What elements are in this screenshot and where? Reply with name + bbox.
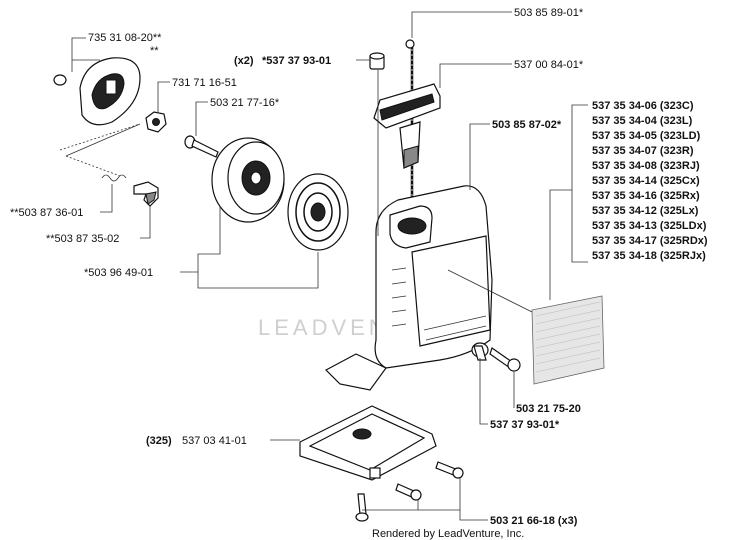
starter-cord-part bbox=[405, 39, 415, 205]
pulley-part bbox=[211, 137, 285, 223]
decal-list-item: 537 35 34-12 (325Lx) bbox=[592, 205, 699, 217]
label-503-21-66-18: 503 21 66-18 (x3) bbox=[490, 515, 578, 527]
label-503-87-35-02: **503 87 35-02 bbox=[46, 233, 119, 245]
label-double-asterisk: ** bbox=[150, 45, 159, 57]
label-731-71-16-51: 731 71 16-51 bbox=[172, 77, 237, 89]
decal-list-item: 537 35 34-16 (325Rx) bbox=[592, 190, 700, 202]
label-537-03-41-01: 537 03 41-01 bbox=[182, 435, 247, 447]
decal-list-item: 537 35 34-13 (325LDx) bbox=[592, 220, 707, 232]
decal-list-item: 537 35 34-18 (325RJx) bbox=[592, 250, 706, 262]
label-537-37-93-01-lower: 537 37 93-01* bbox=[490, 419, 560, 431]
label-735-31-08-20: 735 31 08-20** bbox=[88, 32, 162, 44]
bushing-part-upper bbox=[369, 52, 385, 70]
screw-part-upper bbox=[184, 135, 219, 158]
decal-list-item: 537 35 34-17 (325RDx) bbox=[592, 235, 708, 247]
label-503-87-36-01: **503 87 36-01 bbox=[10, 207, 83, 219]
label-qty-x2: (x2) bbox=[234, 55, 254, 67]
screw-part-bottom-3 bbox=[355, 493, 369, 522]
decal-part-list: 537 35 34-06 (323C) 537 35 34-04 (323L) … bbox=[592, 100, 708, 262]
pawl-plate-part bbox=[79, 57, 141, 126]
decal-list-item: 537 35 34-07 (323R) bbox=[592, 145, 694, 157]
bushing-part-lower bbox=[471, 342, 489, 361]
small-washer-part bbox=[53, 74, 67, 86]
label-537-00-84-01: 537 00 84-01* bbox=[514, 59, 584, 71]
nut-part bbox=[145, 111, 167, 133]
starter-handle-part bbox=[373, 83, 441, 169]
screw-part-lower-right bbox=[489, 347, 521, 372]
label-537-37-93-01-top: *537 37 93-01 bbox=[262, 55, 331, 67]
small-spring-part bbox=[101, 174, 127, 182]
bottom-plate-part bbox=[299, 405, 437, 481]
label-qty-325: (325) bbox=[146, 435, 172, 447]
label-503-21-75-20: 503 21 75-20 bbox=[516, 403, 581, 415]
footer-credit: Rendered by LeadVenture, Inc. bbox=[372, 528, 524, 540]
label-503-85-89-01: 503 85 89-01* bbox=[514, 7, 584, 19]
decal-list-item: 537 35 34-04 (323L) bbox=[592, 115, 693, 127]
screw-part-bottom-2 bbox=[395, 483, 422, 501]
starter-housing-part bbox=[325, 185, 493, 391]
label-503-96-49-01: *503 96 49-01 bbox=[84, 267, 153, 279]
decal-list-item: 537 35 34-06 (323C) bbox=[592, 100, 694, 112]
decal-list-item: 537 35 34-05 (323LD) bbox=[592, 130, 701, 142]
decal-list-item: 537 35 34-14 (325Cx) bbox=[592, 175, 700, 187]
decal-list-item: 537 35 34-08 (323RJ) bbox=[592, 160, 700, 172]
label-503-21-77-16: 503 21 77-16* bbox=[210, 97, 280, 109]
pawl-part bbox=[133, 181, 159, 207]
decal-sheet-part bbox=[531, 295, 605, 385]
leader-lines bbox=[59, 11, 588, 521]
label-503-85-87-02: 503 85 87-02* bbox=[492, 119, 562, 131]
recoil-spring-part bbox=[287, 173, 349, 251]
screw-part-bottom-1 bbox=[435, 461, 464, 479]
